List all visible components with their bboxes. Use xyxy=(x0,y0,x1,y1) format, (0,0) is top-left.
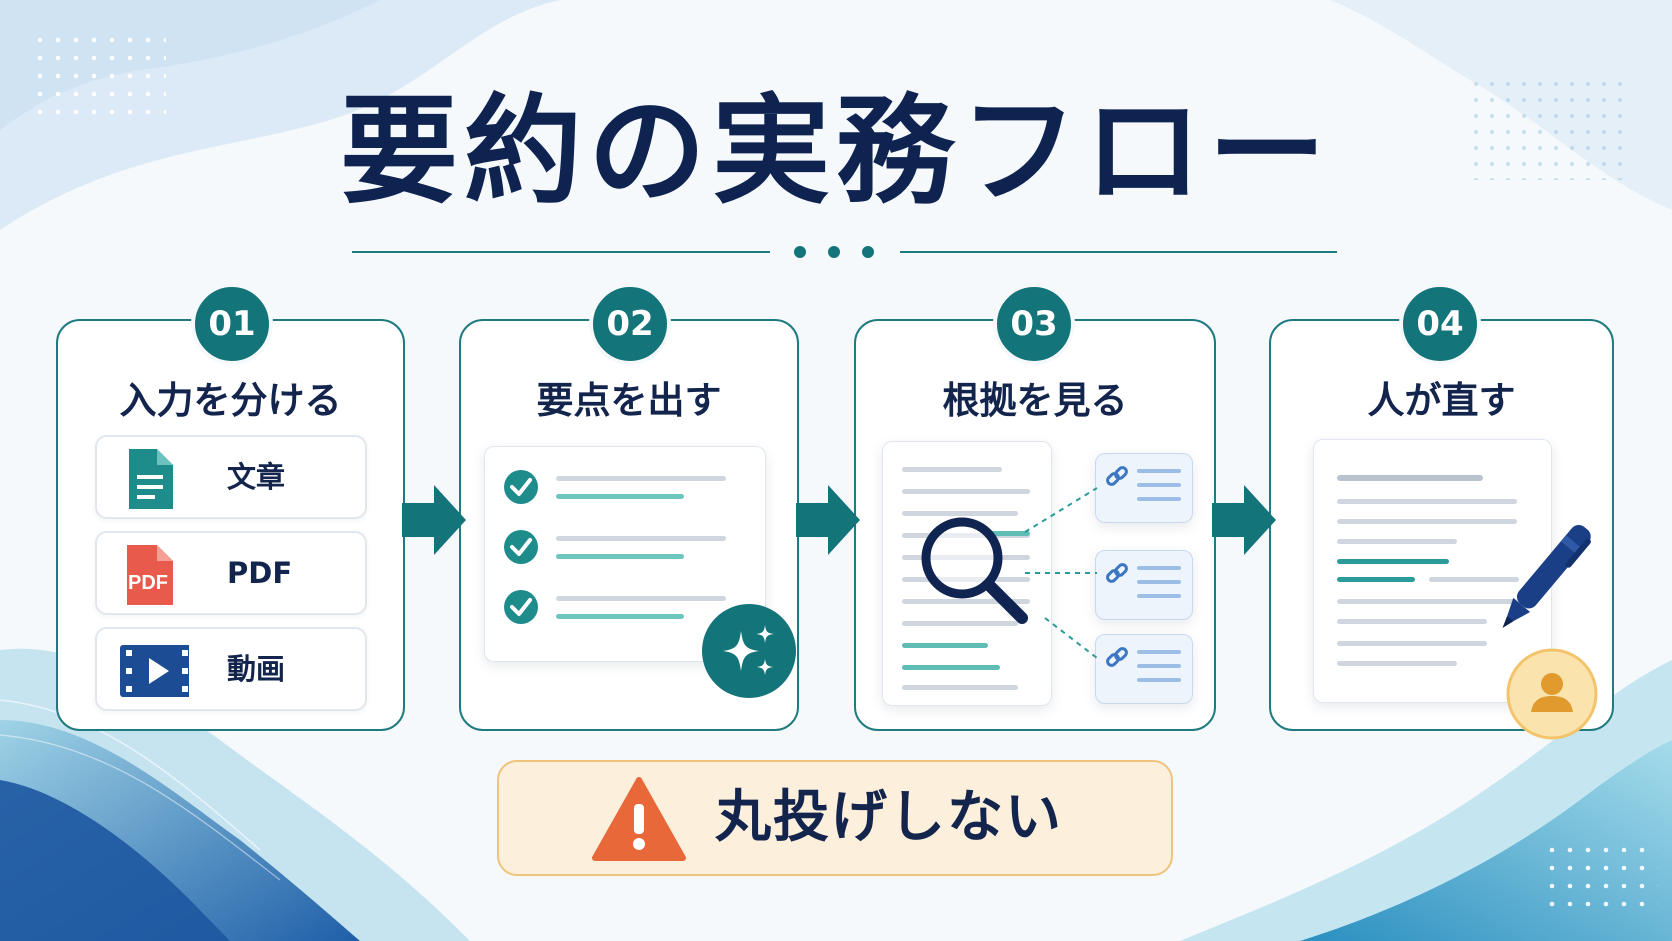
input-type-text: 文章 xyxy=(95,435,367,519)
check-icon xyxy=(504,530,538,564)
step-title-2: 要点を出す xyxy=(536,379,722,422)
step-number-1: 01 xyxy=(191,283,273,365)
evidence-source-card xyxy=(1095,550,1193,620)
pdf-icon-text: PDF xyxy=(128,572,168,594)
page-title: 要約の実務フロー xyxy=(339,82,1332,220)
step-title-3: 根拠を見る xyxy=(942,379,1128,422)
input-type-pdf: PDF PDF xyxy=(95,531,367,615)
step-title-1: 入力を分ける xyxy=(119,379,342,422)
evidence-connectors xyxy=(1024,487,1098,659)
video-icon xyxy=(120,645,189,697)
checklist-content xyxy=(504,470,726,624)
check-icon xyxy=(504,590,538,624)
step-number-4: 04 xyxy=(1399,283,1481,365)
magnifier-icon xyxy=(921,517,1028,624)
check-icon xyxy=(504,470,538,504)
arrow-right-icon xyxy=(402,485,466,555)
link-icon xyxy=(1106,563,1181,598)
evidence-source-card xyxy=(1095,453,1193,523)
arrow-right-icon xyxy=(796,485,860,555)
sparkle-icon xyxy=(702,604,796,698)
edited-document xyxy=(1313,439,1552,703)
title-divider xyxy=(352,246,1337,258)
input-type-label: PDF xyxy=(227,556,293,590)
pen-icon xyxy=(1502,524,1591,628)
step-number-3: 03 xyxy=(993,283,1075,365)
arrow-right-icon xyxy=(1212,485,1276,555)
avatar-icon xyxy=(1506,648,1598,740)
pdf-icon: PDF xyxy=(127,545,173,605)
document-icon xyxy=(129,449,173,509)
input-type-video: 動画 xyxy=(95,627,367,711)
input-type-label: 文章 xyxy=(227,460,286,494)
warning-icon xyxy=(592,777,686,861)
input-type-label: 動画 xyxy=(227,652,286,686)
link-icon xyxy=(1106,647,1181,682)
step-title-4: 人が直す xyxy=(1367,379,1516,422)
edited-document-lines xyxy=(1337,475,1519,666)
evidence-source-card xyxy=(1095,634,1193,704)
step-number-2: 02 xyxy=(589,283,671,365)
warning-text: 丸投げしない xyxy=(715,785,1063,850)
warning-banner: 丸投げしない xyxy=(497,760,1173,876)
link-icon xyxy=(1106,466,1181,501)
